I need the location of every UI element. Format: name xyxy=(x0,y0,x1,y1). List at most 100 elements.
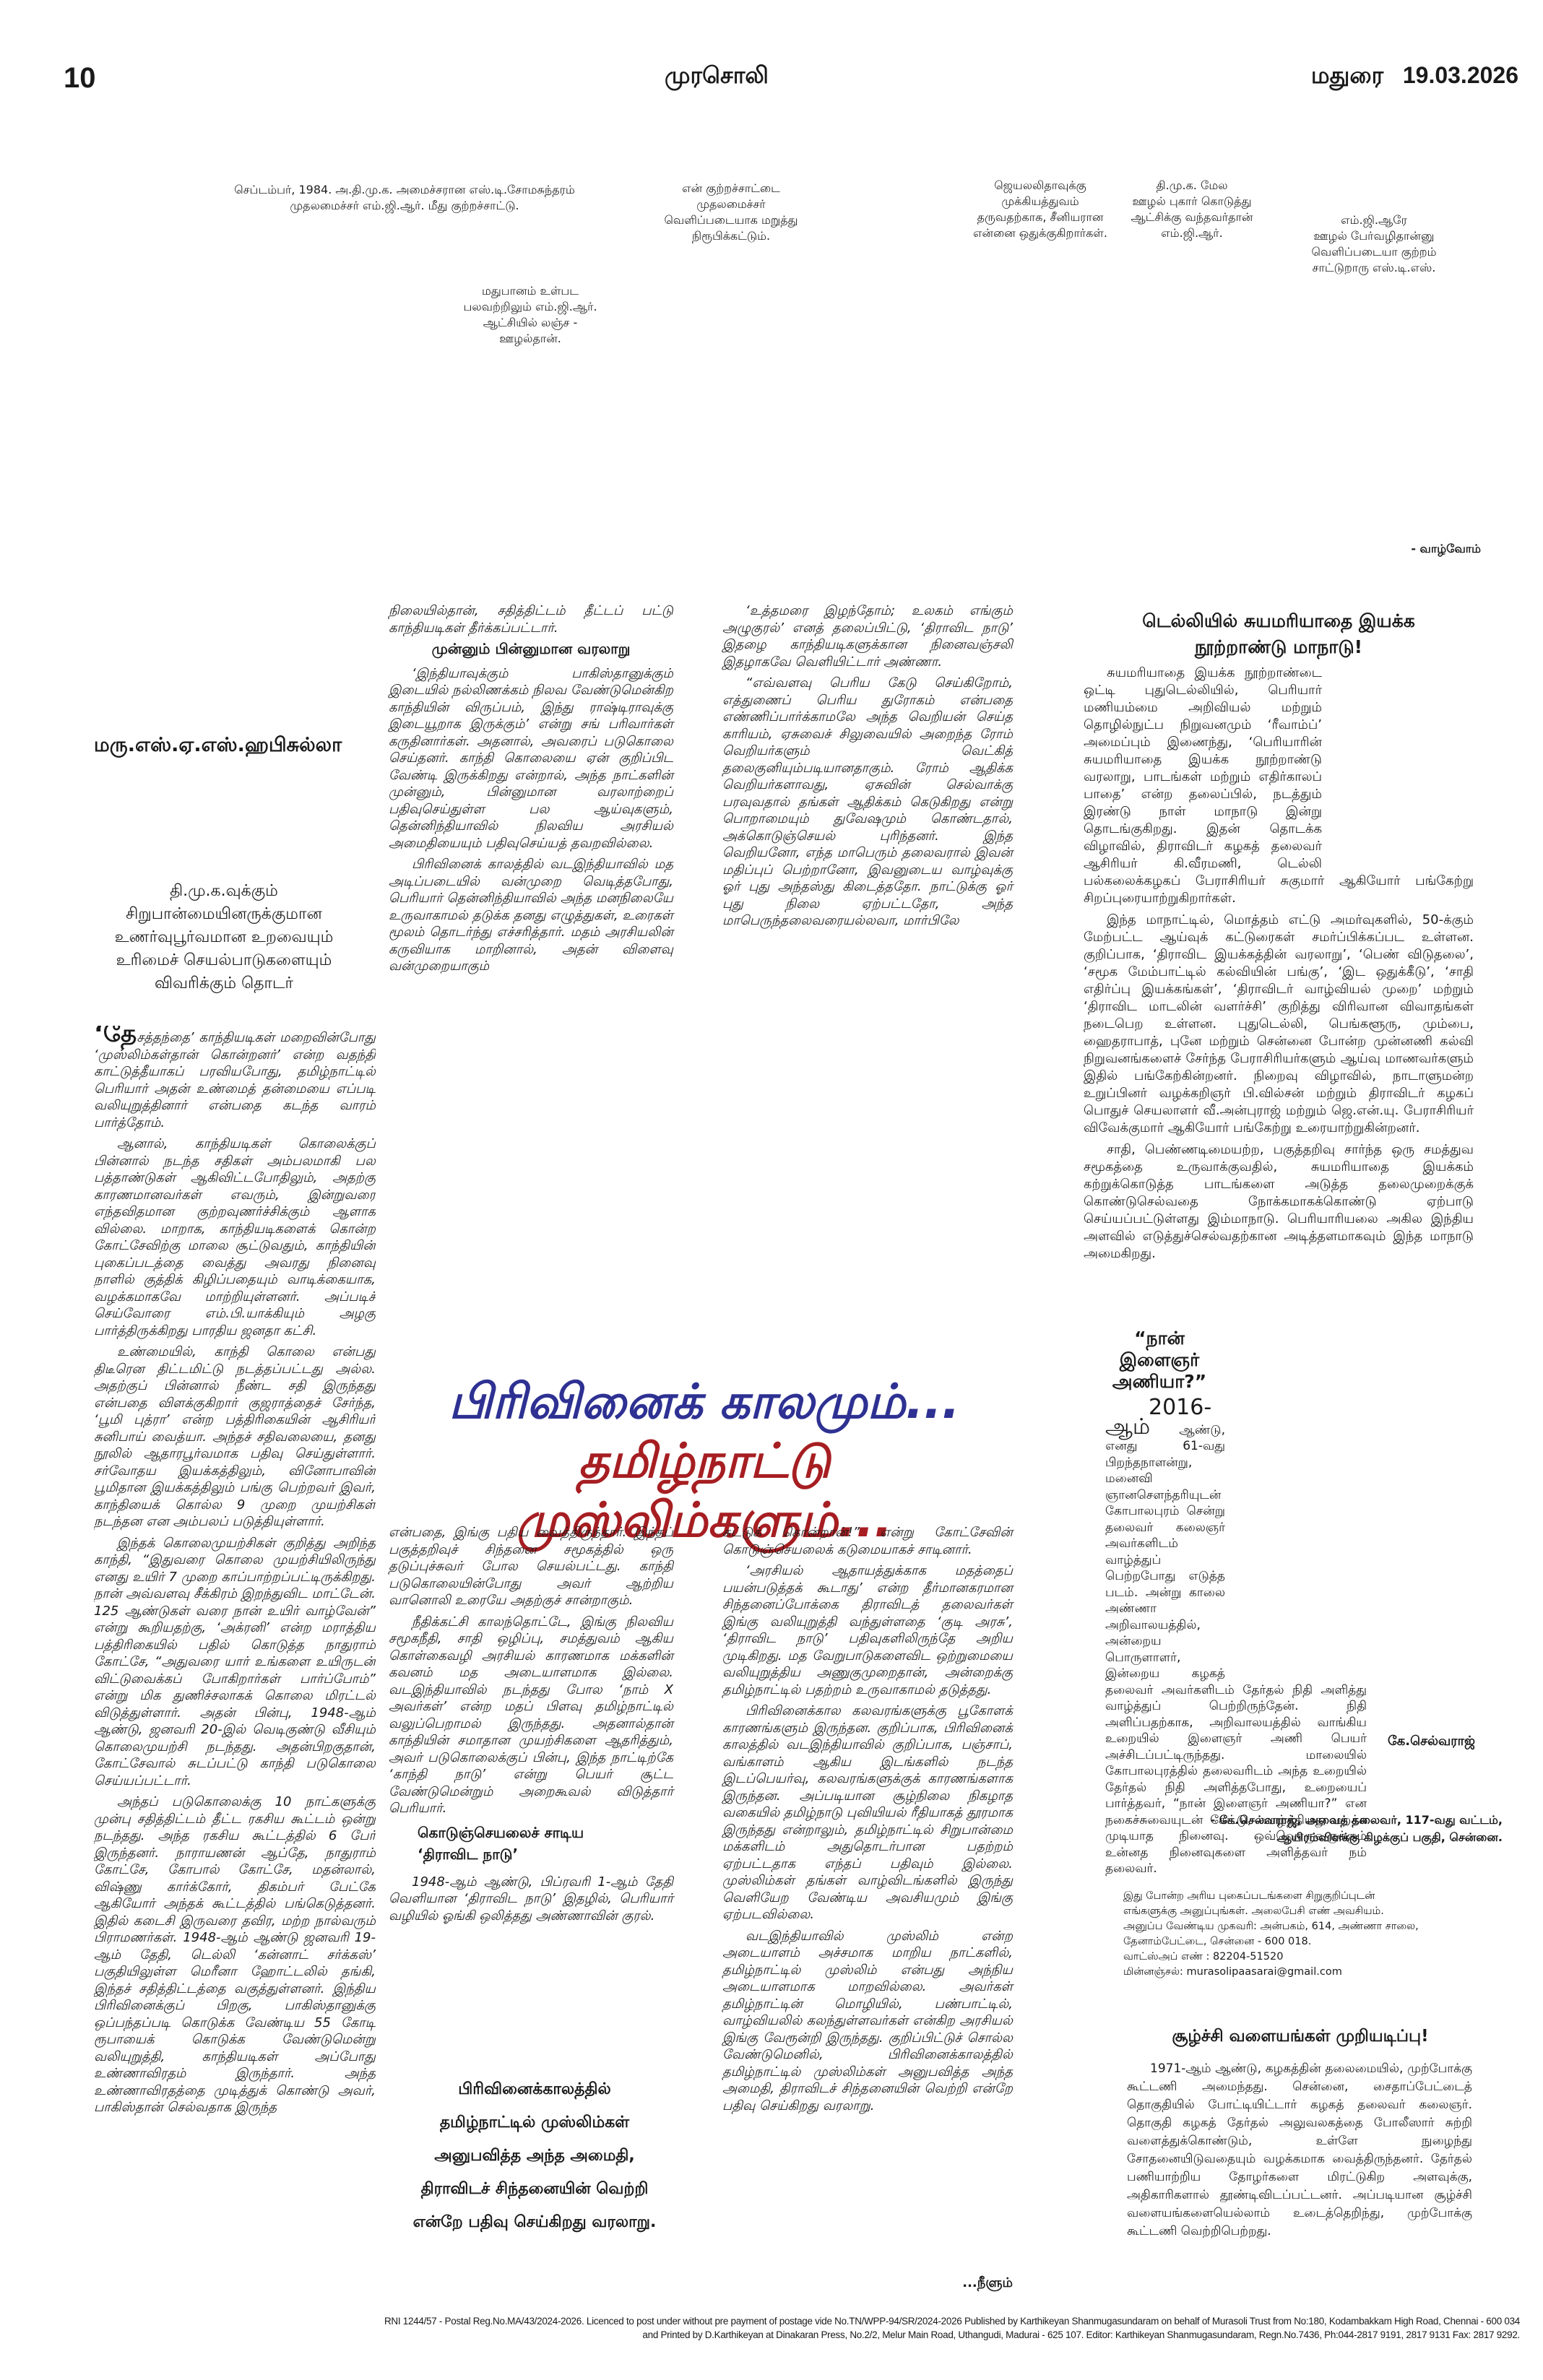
attribution-line: - கே.செல்வராஜ், அவைத் தலைவர், 117-வது வட… xyxy=(1210,1813,1503,1827)
intro-line: விவரிக்கும் தொடர் xyxy=(154,974,294,992)
conspiracy-story-title: சூழ்ச்சி வளையங்கள் முறியடிப்பு! xyxy=(1172,2027,1429,2046)
paragraph: இந்த மாநாட்டில், மொத்தம் எட்டு அமர்வுகளி… xyxy=(1084,912,1474,1135)
intro-line: சிறுபான்மையினருக்குமான xyxy=(126,905,322,923)
attribution: - கே.செல்வராஜ், அவைத் தலைவர், 117-வது வட… xyxy=(1127,1812,1503,1846)
caption-1: செப்டம்பர், 1984. அ.தி.மு.க. அமைச்சரான எ… xyxy=(217,182,592,214)
pull-quote-line: அனுபவித்த அந்த அமைதி, xyxy=(434,2147,635,2165)
caption-line: என்னை ஒதுக்குகிறார்கள். xyxy=(973,226,1107,240)
paragraph: ‘அரசியல் ஆதாயத்துக்காக மதத்தைப் பயன்படுத… xyxy=(722,1563,1013,1697)
paragraph: 1971-ஆம் ஆண்டு, கழகத்தின் தலைமையில், முற… xyxy=(1127,2061,1472,2238)
masthead: முரசொலி xyxy=(665,62,769,88)
submission-line: இது போன்ற அரிய புகைப்படங்களை சிறுகுறிப்ப… xyxy=(1123,1890,1375,1902)
series-intro: தி.மு.க.வுக்கும் சிறுபான்மையினருக்குமான … xyxy=(87,880,361,995)
continued-label: ...நீளும் xyxy=(962,2275,1013,2290)
subheading: முன்னும் பின்னுமான வரலாறு xyxy=(431,640,631,657)
caption-line: தருவதற்காக, சீனியரான xyxy=(977,210,1104,224)
caption-line: பலவற்றிலும் எம்.ஜி.ஆர். xyxy=(463,300,597,313)
submission-box: இது போன்ற அரிய புகைப்படங்களை சிறுகுறிப்ப… xyxy=(1123,1889,1484,1980)
paragraph: 1948-ஆம் ஆண்டு, பிப்ரவரி 1-ஆம் தேதி வெளி… xyxy=(389,1874,673,1924)
conspiracy-story-body: 1971-ஆம் ஆண்டு, கழகத்தின் தலைமையில், முற… xyxy=(1127,2060,1472,2245)
dateline: மதுரை 19.03.2026 xyxy=(1311,62,1518,92)
paragraph: ‘தேசத்தந்தை’ காந்தியடிகள் மறைவின்போது ‘ம… xyxy=(94,1026,376,1131)
drop-cap: ‘தே xyxy=(94,1026,137,1048)
paragraph: “எவ்வளவு பெரிய கேடு செய்கிறோம், எத்துணைப… xyxy=(722,675,1013,928)
paragraph: வடஇந்தியாவில் முஸ்லிம் என்ற அடையாளம் அச்… xyxy=(722,1928,1013,2113)
caption-line: தி.மு.க. மேல xyxy=(1156,178,1228,192)
paragraph: என்பதை, இங்கு பதிய வைத்திருந்தார். இந்தப… xyxy=(389,1525,673,1608)
middle-lower-column-1: என்பதை, இங்கு பதிய வைத்திருந்தார். இந்தப… xyxy=(389,1524,673,1929)
caption-line: நிரூபிக்கட்டும். xyxy=(691,229,771,243)
title-line: “நான் xyxy=(1134,1328,1185,1349)
middle-top-column-1: நிலையில்தான், சதித்திட்டம் தீட்டப் பட்டு… xyxy=(389,602,673,979)
caption-line: ஆட்சியில் லஞ்ச - xyxy=(483,316,578,329)
paragraph-text: சத்தந்தை’ காந்தியடிகள் மறைவின்போது ‘முஸ்… xyxy=(94,1030,376,1130)
paragraph: சுயமரியாதை இயக்க நூற்றாண்டை ஒட்டி புதுடெ… xyxy=(1084,665,1474,906)
middle-top-column-2: ‘உத்தமரை இழந்தோம்; உலகம் எங்கும் அழுகுரல… xyxy=(722,602,1013,934)
caption-line: வெளிப்படையாக மறுத்து xyxy=(664,213,798,227)
caption-line: செப்டம்பர், 1984. அ.தி.மு.க. அமைச்சரான எ… xyxy=(234,183,575,196)
paragraph-text: ஆண்டு, எனது 61-வது பிறந்தநாளன்று, மனைவி … xyxy=(1105,1422,1367,1877)
byline: மரு.எஸ்.ஏ.எஸ்.ஹபிசுல்லா xyxy=(94,734,342,756)
imprint-footer: RNI 1244/57 - Postal Reg.No.MA/43/2024-2… xyxy=(43,2314,1520,2342)
subheading-line: கொடுஞ்செயலைச் சாடிய xyxy=(418,1823,584,1841)
submission-line: தேனாம்பேட்டை, சென்னை - 600 018. xyxy=(1123,1936,1312,1947)
paragraph: பிரிவினைக் காலத்தில் வடஇந்தியாவில் மத அட… xyxy=(389,857,673,974)
caption-2: மதுபானம் உள்பட பலவற்றிலும் எம்.ஜி.ஆர். ஆட்… xyxy=(451,283,610,347)
headline-line-1: பிரிவினைக் காலமும்... xyxy=(449,1374,960,1429)
memory-story-title: “நான் இளைஞர் அணியா?” xyxy=(1105,1328,1214,1393)
paragraph: சுட்டுக் கொன்றான்!” என்று கோட்சேவின் கொட… xyxy=(722,1525,1013,1557)
caption-6: எம்.ஜி.ஆரே ஊழல் பேர்வழிதான்னு வெளிப்படையா … xyxy=(1293,212,1455,276)
pull-quote-line: பிரிவினைக்காலத்தில் xyxy=(458,2080,611,2098)
submission-line: எங்களுக்கு அனுப்புங்கள். அலைபேசி எண் அவச… xyxy=(1123,1905,1384,1917)
page-number: 10 xyxy=(64,62,96,94)
caption-line: எம்.ஜி.ஆரே xyxy=(1341,213,1407,227)
photo-placeholder: கே.செல்வராஜ் xyxy=(1225,1400,1475,1749)
caption-line: ஊழல் பேர்வழிதான்னு xyxy=(1313,229,1435,243)
caption-line: வெளிப்படையா குற்றம் xyxy=(1311,245,1437,259)
caption-line: ஆட்சிக்கு வந்தவர்தான் xyxy=(1131,210,1253,224)
attribution-line: ஆயிரம்விளக்கு கிழக்குப் பகுதி, சென்னை. xyxy=(1276,1830,1503,1844)
pull-quote-line: என்றே பதிவு செய்கிறது வரலாறு. xyxy=(412,2213,657,2231)
paragraph: ‘இந்தியாவுக்கும் பாகிஸ்தானுக்கும் இடையில… xyxy=(389,665,673,851)
date: 19.03.2026 xyxy=(1402,62,1518,88)
left-column: ‘தேசத்தந்தை’ காந்தியடிகள் மறைவின்போது ‘ம… xyxy=(94,1026,376,2311)
caption-3: என் குற்றச்சாட்டை முதலமைச்சர் வெளிப்படையாக… xyxy=(652,181,811,244)
series-tag: - வாழ்வோம் xyxy=(1411,542,1481,555)
title-line: டெல்லியில் சுயமரியாதை இயக்க xyxy=(1142,610,1415,631)
title-line: நூற்றாண்டு மாநாடு! xyxy=(1194,636,1363,657)
caption-line: எம்.ஜி.ஆர். xyxy=(1161,226,1223,240)
title-line: இளைஞர் xyxy=(1119,1349,1200,1370)
caption-line: மதுபானம் உள்பட xyxy=(481,284,579,298)
pull-quote-line: தமிழ்நாட்டில் முஸ்லிம்கள் xyxy=(439,2113,630,2132)
subheading: கொடுஞ்செயலைச் சாடிய ‘திராவிட நாடு’ xyxy=(389,1822,673,1865)
submission-line: அனுப்ப வேண்டிய முகவரி: அன்பகம், 614, அண்… xyxy=(1123,1921,1419,1932)
paragraph: நிலையில்தான், சதித்திட்டம் தீட்டப் பட்டு… xyxy=(389,603,673,636)
headline: பிரிவினைக் காலமும்... தமிழ்நாட்டு முஸ்லி… xyxy=(383,1372,1026,1550)
story-photo xyxy=(1322,665,1474,858)
middle-lower-column-2: சுட்டுக் கொன்றான்!” என்று கோட்சேவின் கொட… xyxy=(722,1524,1013,2119)
caption-line: என் குற்றச்சாட்டை xyxy=(682,181,780,195)
paragraph: அந்தப் படுகொலைக்கு 10 நாட்களுக்கு முன்பு… xyxy=(94,1794,376,2115)
caption-line: சாட்டுறாரு எஸ்.டி.எஸ். xyxy=(1312,261,1436,274)
intro-line: உணர்வுபூர்வமான உறவையும் xyxy=(114,928,334,946)
lead-year: 2016-ஆம் xyxy=(1105,1395,1212,1440)
caption-4: ஜெயலலிதாவுக்குமுக்கியத்துவம்தருவதற்காக, … xyxy=(950,178,1131,241)
paragraph: ஆனால், காந்தியடிகள் கொலைக்குப் பின்னால் … xyxy=(94,1136,376,1338)
city: மதுரை xyxy=(1310,62,1384,88)
delhi-story-body: சுயமரியாதை இயக்க நூற்றாண்டை ஒட்டி புதுடெ… xyxy=(1084,665,1474,1267)
caption-line: முதலமைச்சர் எம்.ஜி.ஆர். மீது குற்றச்சாட்… xyxy=(290,199,519,212)
footer-line: RNI 1244/57 - Postal Reg.No.MA/43/2024-2… xyxy=(384,2316,1520,2327)
email-link[interactable]: மின்னஞ்சல்: murasolipaasarai@gmail.com xyxy=(1123,1966,1342,1978)
pull-quote: பிரிவினைக்காலத்தில் தமிழ்நாட்டில் முஸ்லி… xyxy=(405,2073,665,2239)
title-line: அணியா?” xyxy=(1112,1371,1207,1392)
footer-line: and Printed by D.Karthikeyan at Dinakara… xyxy=(642,2329,1520,2340)
paragraph: பிரிவினைக்கால கலவரங்களுக்கு பூகோளக் காரண… xyxy=(722,1703,1013,1922)
subheading-line: ‘திராவிட நாடு’ xyxy=(418,1845,519,1863)
caption-line: முதலமைச்சர் xyxy=(696,197,766,211)
intro-line: தி.மு.க.வுக்கும் xyxy=(170,882,278,900)
memory-story-body: கே.செல்வராஜ் 2016-ஆம் ஆண்டு, எனது 61-வது… xyxy=(1105,1397,1475,1877)
caption-line: ஜெயலலிதாவுக்கு xyxy=(994,178,1086,192)
paragraph: இந்தக் கொலைமுயற்சிகள் குறித்து அறிந்த கா… xyxy=(94,1535,376,1788)
intro-line: உரிமைச் செயல்பாடுகளையும் xyxy=(116,951,332,969)
